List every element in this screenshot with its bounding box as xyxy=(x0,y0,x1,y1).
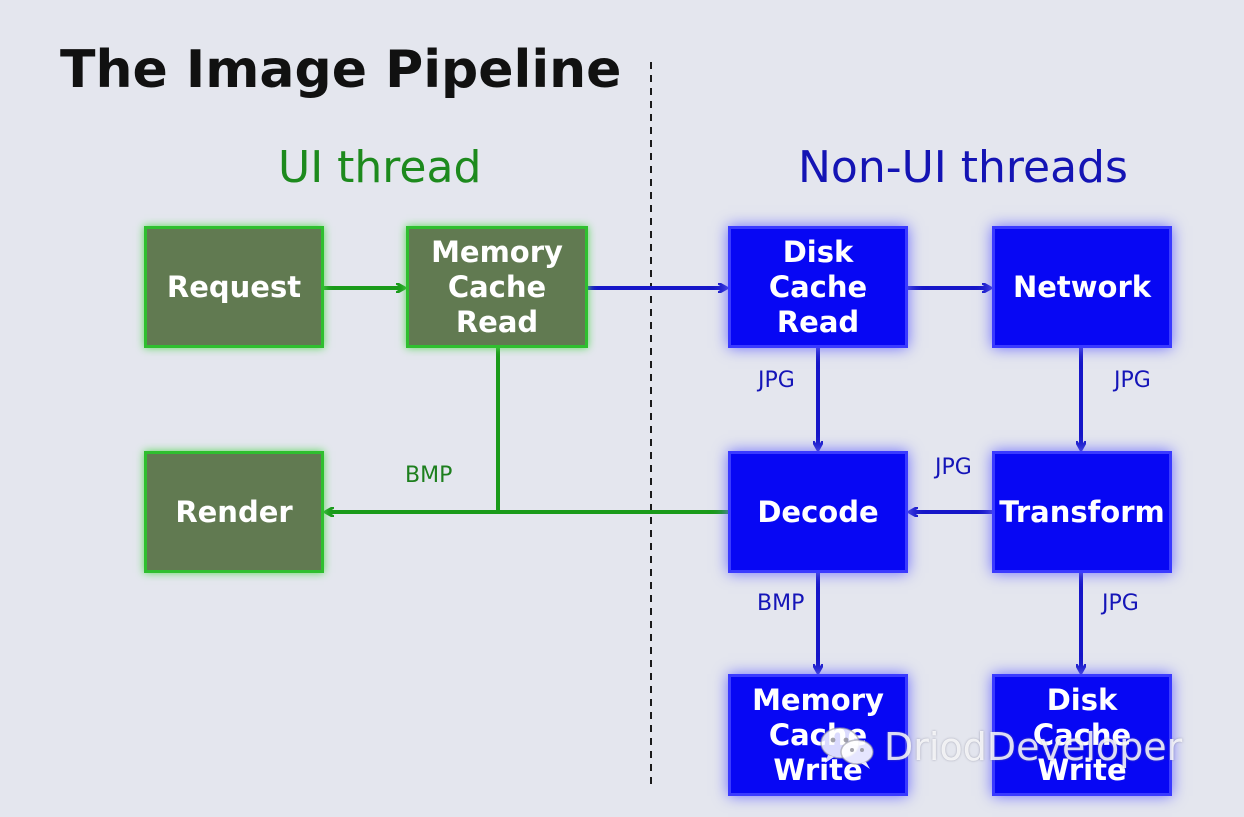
node-network: Network xyxy=(992,226,1172,348)
diagram-title: The Image Pipeline xyxy=(60,40,622,100)
node-memory-cache-read: Memory Cache Read xyxy=(406,226,588,348)
edge-label-bmp-decode-memwrite: BMP xyxy=(757,591,805,616)
wechat-icon xyxy=(820,727,874,769)
node-disk-cache-read: Disk Cache Read xyxy=(728,226,908,348)
edge-label-jpg-transform-decode: JPG xyxy=(935,455,972,480)
node-request: Request xyxy=(144,226,324,348)
node-disk-cache-write: Disk Cache Write xyxy=(992,674,1172,796)
edge-label-bmp-render: BMP xyxy=(405,463,453,488)
node-memory-cache-write: Memory Cache Write xyxy=(728,674,908,796)
node-decode: Decode xyxy=(728,451,908,573)
watermark-text: DriodDeveloper xyxy=(884,725,1183,769)
non-ui-threads-heading: Non-UI threads xyxy=(798,142,1128,193)
edge-label-jpg-network-transform: JPG xyxy=(1114,368,1151,393)
edge-label-jpg-disk-decode: JPG xyxy=(758,368,795,393)
watermark: DriodDeveloper xyxy=(818,724,1182,770)
ui-thread-heading: UI thread xyxy=(278,142,482,193)
edge-label-jpg-transform-diskwrite: JPG xyxy=(1102,591,1139,616)
node-transform: Transform xyxy=(992,451,1172,573)
node-render: Render xyxy=(144,451,324,573)
